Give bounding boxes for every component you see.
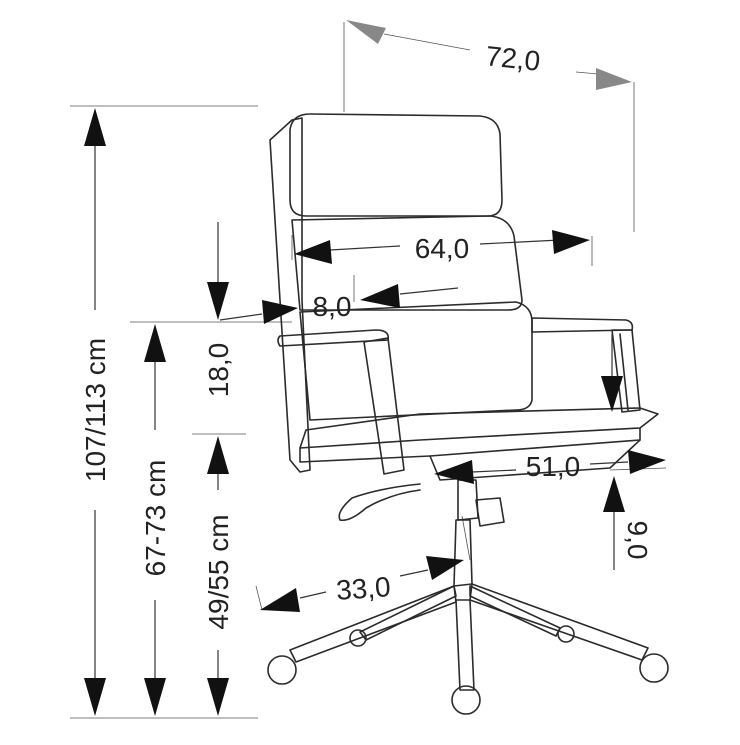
base-leg-right <box>469 583 649 661</box>
label-backrest-thickness: 8,0 <box>313 291 352 322</box>
depth-line-right <box>575 71 599 75</box>
seat-thickness-arrow-bottom <box>603 476 625 512</box>
label-total-height: 107/113 cm <box>80 338 111 482</box>
seat-depth-line-right <box>589 461 629 465</box>
caster-left <box>267 655 297 685</box>
width-line-left <box>329 245 401 251</box>
total-height-arrow-top <box>84 108 106 146</box>
backrest-top-cushion <box>289 113 503 217</box>
caster-right <box>639 653 669 683</box>
label-backrest-width: 64,0 <box>415 233 470 264</box>
left-armrest-pad <box>277 329 390 347</box>
label-seat-depth: 51,0 <box>526 451 581 482</box>
label-depth-top: 72,0 <box>484 40 541 77</box>
caster-back-right <box>557 625 575 643</box>
base-arrow-left <box>260 588 300 612</box>
base-center-reference <box>461 515 471 561</box>
width-arrow-left <box>294 240 332 264</box>
reference-lines <box>70 22 667 719</box>
right-armrest-line <box>619 333 629 411</box>
thickness-arrow-left <box>262 300 298 324</box>
base-leg-back-right <box>469 585 561 637</box>
base-left-reference <box>255 585 263 611</box>
label-arm-height: 67-73 cm <box>140 460 171 577</box>
dimension-lines <box>84 20 666 716</box>
arm-height-arrow-bottom <box>144 678 166 716</box>
depth-line-left <box>383 33 471 51</box>
seat-height-arrow-top <box>207 436 229 474</box>
seat-depth-arrow-right <box>628 450 666 474</box>
thickness-line-right <box>399 287 459 295</box>
base-line-left <box>299 591 327 599</box>
seat-thickness-arrow-top <box>601 376 623 412</box>
backrest-middle-cushion <box>291 215 523 311</box>
base-leg-front <box>455 599 475 691</box>
total-height-arrow-bottom <box>84 678 106 716</box>
gas-lift <box>457 479 479 521</box>
thickness-arrow-right <box>360 284 400 308</box>
caster-back-left <box>349 629 367 647</box>
label-seat-thickness: 9,0 <box>622 521 653 560</box>
width-arrow-right <box>552 230 590 254</box>
depth-arrow-left <box>346 20 386 44</box>
right-armrest-support <box>611 329 641 413</box>
label-seat-height: 49/55 cm <box>203 514 234 629</box>
seat-height-arrow-bottom <box>207 678 229 716</box>
seat-depth-arrow-left <box>434 460 474 484</box>
seat-depth-line-left <box>471 469 517 473</box>
base-arrow-right <box>426 556 464 580</box>
seat-underside <box>429 439 641 481</box>
backrest-lower-cushion <box>299 301 533 421</box>
seat-top <box>299 407 659 449</box>
chair-drawing <box>267 113 669 715</box>
label-armrest-height: 18,0 <box>203 343 234 398</box>
left-armrest-support <box>363 337 405 475</box>
base-line-right <box>399 569 429 577</box>
label-base-radius: 33,0 <box>335 571 392 606</box>
depth-arrow-right <box>596 68 632 90</box>
thickness-line-left <box>219 313 263 321</box>
tilt-lever <box>338 483 421 522</box>
dimension-labels: 72,0 64,0 8,0 51,0 33,0 107/113 cm 67-73… <box>80 40 653 629</box>
width-line-right <box>479 239 561 245</box>
lift-knob <box>475 497 505 527</box>
column <box>453 519 473 587</box>
armrest-height-arrow <box>207 282 229 320</box>
caster-front <box>451 685 481 715</box>
arm-height-arrow-top <box>144 324 166 362</box>
